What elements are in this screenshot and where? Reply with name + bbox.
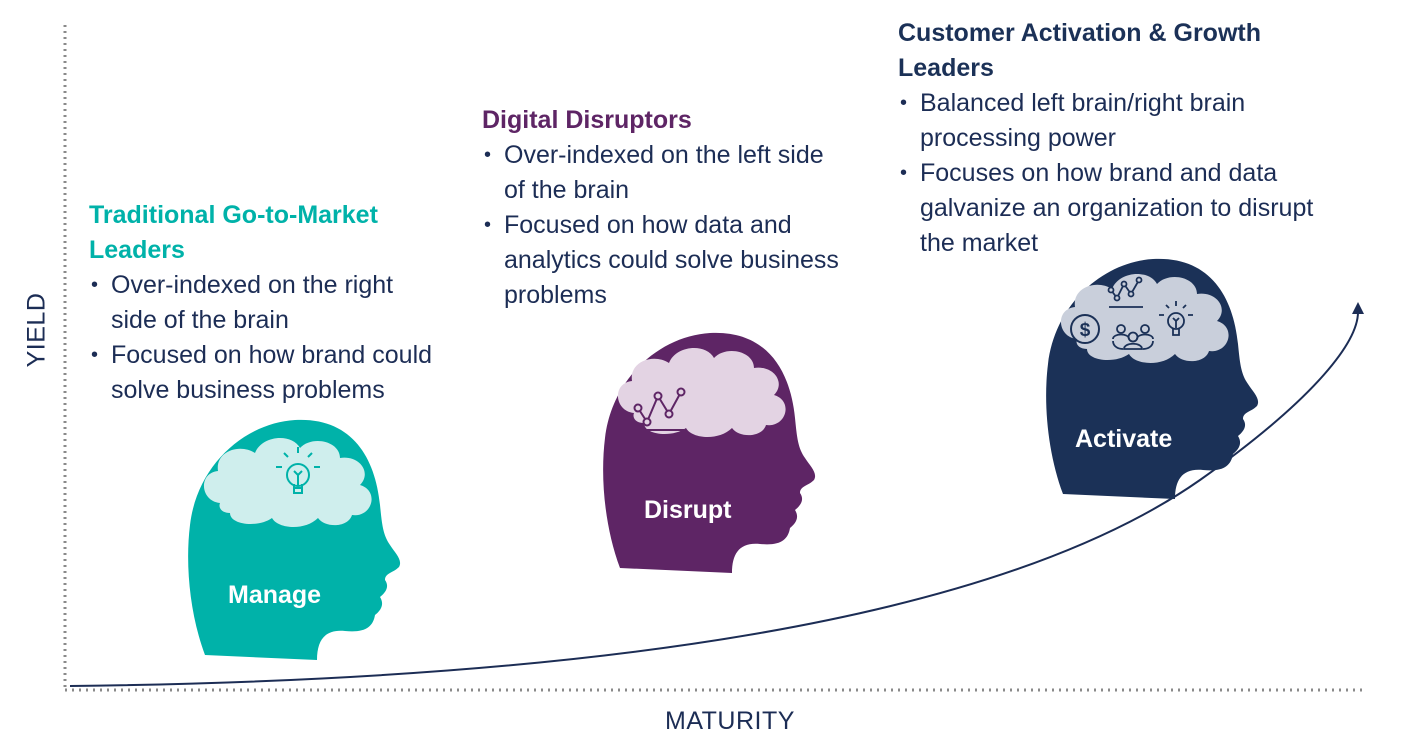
stage-activate-text: Customer Activation & Growth Leaders Bal…	[898, 16, 1378, 261]
growth-curve	[69, 311, 1359, 687]
head-manage: Manage	[188, 419, 401, 660]
bullet-list: Balanced left brain/right brainprocessin…	[898, 86, 1378, 261]
team-icon	[1112, 324, 1154, 350]
stage-manage-text: Traditional Go-to-Market Leaders Over-in…	[89, 198, 469, 408]
x-axis-label: MATURITY	[665, 707, 795, 735]
dollar-icon: $	[1070, 314, 1100, 344]
svg-text:$: $	[1080, 320, 1091, 341]
head-label-manage: Manage	[228, 581, 321, 609]
stage-title: Traditional Go-to-Market Leaders	[89, 201, 378, 264]
stage-title: Digital Disruptors	[482, 106, 692, 134]
head-label-disrupt: Disrupt	[644, 496, 732, 524]
head-disrupt: Disrupt	[603, 332, 816, 573]
line-chart-icon	[1107, 276, 1143, 308]
stage-title: Customer Activation & Growth Leaders	[898, 19, 1261, 82]
curve-arrowhead	[1352, 302, 1364, 314]
bullet-item: Balanced left brain/right brainprocessin…	[898, 86, 1378, 156]
stage-disrupt-text: Digital Disruptors Over-indexed on the l…	[482, 103, 882, 313]
lightbulb-icon	[276, 447, 320, 494]
head-label-activate: Activate	[1075, 425, 1172, 453]
line-chart-icon	[633, 387, 686, 431]
lightbulb-icon	[1159, 301, 1193, 336]
head-activate: $ Activate	[1046, 258, 1259, 499]
